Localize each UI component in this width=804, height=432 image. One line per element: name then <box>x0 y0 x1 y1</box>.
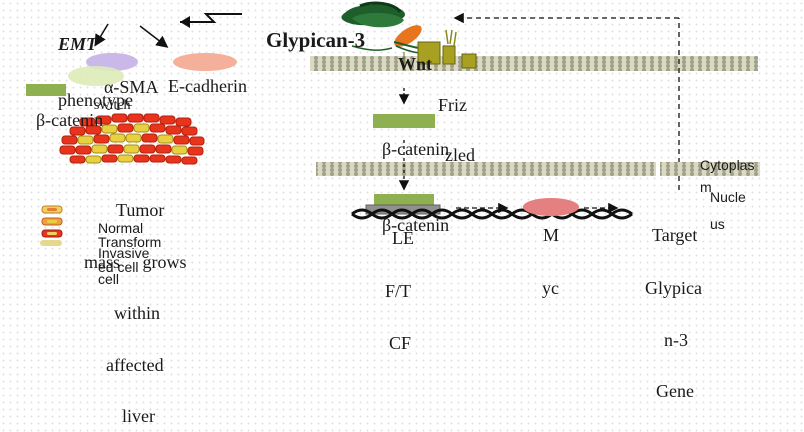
myc-line-1: M <box>543 225 560 245</box>
signal-arrow <box>180 13 242 28</box>
tumor-line-1: Tumor <box>116 200 165 220</box>
tumor-mass <box>59 113 205 165</box>
beta-catenin-low-label: β-catenin <box>382 215 450 235</box>
cytoplasm-label-b: m <box>700 179 712 195</box>
nucleus-label-b: us <box>710 216 725 232</box>
glypican3-complex <box>341 1 477 70</box>
legend-transformed-label-b: ed cell <box>98 259 139 275</box>
beta-catenin-nuclear-bar <box>374 194 434 205</box>
target-line-2: Glypica <box>645 278 702 298</box>
myc-line-2: yc <box>542 278 559 298</box>
legend-normal-cell-icon <box>41 205 63 214</box>
legend-invasive-cell-icon <box>41 229 63 238</box>
target-line-3: n-3 <box>664 330 688 350</box>
arrow-emt <box>94 23 109 47</box>
legend-normal-label: Normal <box>98 220 144 236</box>
legend-yellow-cell-icon <box>40 240 62 246</box>
legend-invasive-label-b: cell <box>98 271 120 287</box>
legend-transformed-label-a: Transform <box>98 234 162 250</box>
lef-line-3: CF <box>389 333 412 353</box>
frizzled-label-b: zled <box>445 145 475 165</box>
lef-line-1: LE <box>392 228 414 248</box>
switch-label: switch <box>94 98 131 113</box>
tumor-line-3: within <box>114 303 161 323</box>
tumor-line-5: liver <box>122 406 155 426</box>
beta-catenin-mid-label: β-catenin <box>382 139 450 159</box>
legend-invasive-label-a: Invasive <box>98 245 150 261</box>
target-line-4: Gene <box>656 381 694 401</box>
phenotype-label: phenotype <box>58 90 133 110</box>
switch-oval <box>68 66 124 86</box>
tumor-line-4: affected <box>106 355 164 375</box>
e-cadherin-oval <box>173 53 237 71</box>
emt-label: EMT <box>58 34 98 54</box>
beta-catenin-left-label: β-catenin <box>36 110 104 130</box>
arrow-to-ecadherin <box>139 25 169 48</box>
cytoplasm-label-a: Cytoplas <box>700 157 755 173</box>
lef-line-2: F/T <box>385 281 412 301</box>
myc-oval <box>523 198 579 216</box>
legend-transformed-cell-icon <box>41 217 63 226</box>
beta-catenin-mid-bar <box>373 114 435 128</box>
nucleus-label-a: Nucle <box>710 189 746 205</box>
frizzled-label-a: Friz <box>438 95 467 115</box>
cell-membrane <box>310 56 758 71</box>
wnt-label: Wnt <box>398 54 433 74</box>
nuclear-membrane-right <box>660 162 760 176</box>
beta-catenin-left-bar <box>26 84 66 96</box>
alpha-sma-label: α-SMA <box>104 77 159 97</box>
nuclear-membrane-left <box>316 162 656 176</box>
dna-helix <box>351 208 633 220</box>
tumor-line-2: mass grows <box>84 252 187 272</box>
glypican3-label: Glypican-3 <box>266 28 366 52</box>
e-cadherin-label: E-cadherin <box>168 76 247 96</box>
target-line-1: Target <box>652 225 698 245</box>
